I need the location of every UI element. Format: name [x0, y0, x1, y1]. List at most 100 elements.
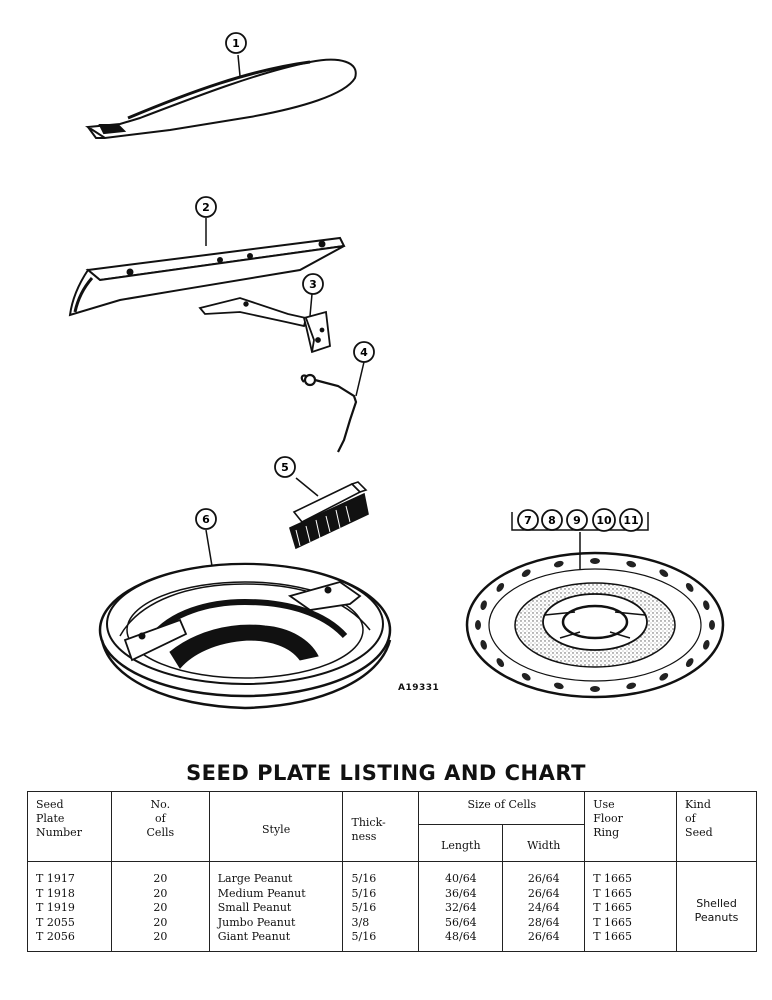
cell-plate: T 2056 — [27, 930, 112, 951]
header-width: Width — [502, 824, 586, 862]
callout-5: 5 — [274, 456, 296, 478]
seed-cell — [553, 560, 564, 568]
callout-7: 7 — [517, 509, 539, 531]
cell-thickness: 5/16 — [342, 886, 420, 901]
cell-length: 56/64 — [418, 915, 504, 930]
cell-cells: 20 — [110, 861, 210, 887]
header-line: of — [685, 812, 696, 825]
seed-cell — [626, 682, 637, 690]
seed-cell — [626, 560, 637, 568]
cell-thickness: 5/16 — [342, 930, 420, 951]
callout-label: 5 — [281, 461, 289, 474]
leader-1 — [237, 54, 241, 77]
callout-2: 2 — [195, 196, 217, 218]
callout-label: 4 — [360, 346, 368, 359]
cell-length: 48/64 — [418, 930, 504, 951]
callout-1: 1 — [225, 32, 247, 54]
cell-plate: T 1919 — [27, 901, 112, 916]
header-line: Thick- — [351, 815, 386, 829]
cell-width: 26/64 — [502, 861, 586, 887]
header-line: of — [154, 812, 166, 825]
header-line: Use — [593, 798, 615, 811]
leader-3 — [309, 293, 313, 317]
parts-7-11-seed-plate — [465, 551, 725, 699]
header-line: ness — [351, 829, 377, 843]
callout-10: 10 — [592, 508, 616, 532]
cell-plate: T 2055 — [27, 915, 112, 930]
seed-cell — [659, 672, 669, 681]
callout-label: 2 — [202, 201, 210, 214]
cell-style: Giant Peanut — [208, 930, 344, 951]
callout-3: 3 — [302, 273, 324, 295]
cell-length: 32/64 — [418, 901, 504, 916]
cell-cells: 20 — [110, 886, 210, 901]
callout-label: 3 — [309, 278, 317, 291]
cell-style: Medium Peanut — [208, 886, 344, 901]
header-line: No. — [150, 798, 171, 811]
callout-label: 11 — [623, 514, 638, 527]
seed-cell — [496, 582, 505, 592]
cell-width: 28/64 — [502, 915, 586, 930]
callout-4: 4 — [353, 341, 375, 363]
cell-plate: T 1917 — [27, 861, 112, 887]
cell-ring: T 1665 — [584, 930, 678, 951]
cell-thickness: 3/8 — [342, 915, 420, 930]
cell-style: Jumbo Peanut — [208, 915, 344, 930]
seed-cell — [480, 639, 487, 650]
leader-4 — [355, 361, 365, 397]
header-style: Style — [208, 791, 344, 862]
header-size-of-cells: Size of Cells — [418, 791, 586, 825]
leader-5 — [295, 477, 319, 497]
cell-thickness: 5/16 — [342, 901, 420, 916]
part-4-spring — [300, 373, 358, 453]
cell-ring: T 1665 — [584, 901, 678, 916]
seed-cell — [590, 558, 600, 564]
callout-label: 1 — [232, 37, 240, 50]
table-row: T 2056 20 Giant Peanut 5/16 48/64 26/64 … — [27, 930, 757, 951]
cell-cells: 20 — [110, 901, 210, 916]
seed-cell — [703, 639, 710, 650]
cell-cells: 20 — [110, 915, 210, 930]
header-seed-plate-number: Seed Plate Number — [27, 791, 112, 862]
callout-label: 6 — [202, 513, 210, 526]
cell-cells: 20 — [110, 930, 210, 951]
callout-6: 6 — [195, 508, 217, 530]
header-use-floor-ring: Use Floor Ring — [584, 791, 678, 862]
part-2-bracket — [68, 236, 346, 317]
seed-plate-table: Seed Plate Number No. of Cells Style Thi… — [27, 791, 757, 952]
kind-line: Peanuts — [694, 911, 739, 925]
seed-cell — [553, 682, 564, 690]
header-line: Cells — [146, 826, 175, 839]
header-line: Floor — [593, 812, 623, 825]
parts-illustration: 1 2 3 4 5 6 7 8 9 10 11 — [68, 32, 725, 710]
table-row: T 1919 20 Small Peanut 5/16 32/64 24/64 … — [27, 901, 757, 916]
callout-label: 8 — [548, 514, 556, 527]
cell-ring: T 1665 — [584, 915, 678, 930]
cell-width: 24/64 — [502, 901, 586, 916]
header-line: Plate — [36, 812, 65, 825]
callout-label: 7 — [524, 514, 532, 527]
header-line: Kind — [685, 798, 711, 811]
header-thickness: Thick- ness — [342, 791, 420, 862]
chart-title: SEED PLATE LISTING AND CHART — [186, 761, 586, 785]
cell-kind-of-seed: Shelled Peanuts — [676, 861, 757, 951]
seed-cell — [685, 658, 694, 668]
header-line: Seed — [685, 826, 713, 839]
cell-ring: T 1665 — [584, 861, 678, 887]
part-1-cover — [85, 58, 357, 140]
callout-9: 9 — [566, 509, 588, 531]
seed-cell — [659, 569, 669, 578]
seed-cell — [521, 672, 531, 681]
seed-cell — [709, 620, 715, 630]
table-row: T 1918 20 Medium Peanut 5/16 36/64 26/64… — [27, 886, 757, 901]
table-row: T 1917 20 Large Peanut 5/16 40/64 26/64 … — [27, 861, 757, 951]
cell-width: 26/64 — [502, 886, 586, 901]
header-line: Seed — [36, 798, 64, 811]
cell-length: 40/64 — [418, 861, 504, 887]
leader-6 — [205, 529, 213, 567]
seed-cell — [521, 569, 531, 578]
header-length: Length — [418, 824, 504, 862]
cell-style: Small Peanut — [208, 901, 344, 916]
header-line: Size of Cells — [467, 798, 537, 811]
part-3-knockout-bracket — [198, 297, 331, 354]
